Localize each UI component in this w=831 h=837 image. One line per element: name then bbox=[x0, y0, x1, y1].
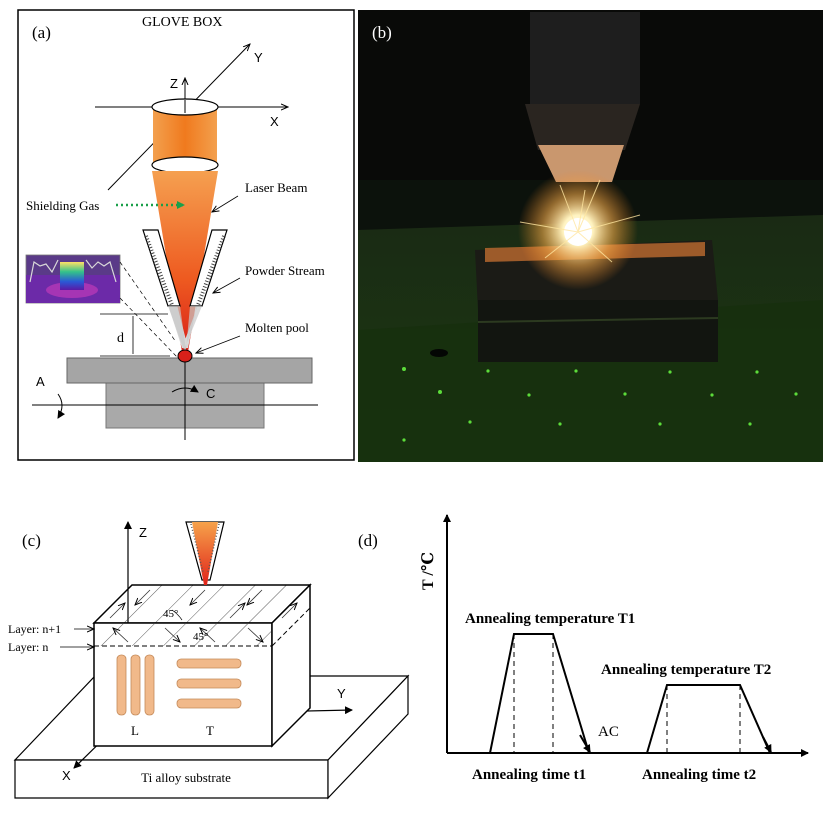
anneal-time-1-label: Annealing time t1 bbox=[472, 767, 586, 783]
sample-t-label: T bbox=[206, 723, 214, 738]
axis-x-label: X bbox=[270, 114, 279, 129]
panel-d: (d) T /℃ Annealing temperature T1 AC Ann… bbox=[358, 514, 809, 783]
glove-box-title: GLOVE BOX bbox=[142, 15, 223, 30]
molten-pool-pointer bbox=[196, 335, 241, 353]
photo-deposition-head bbox=[530, 12, 640, 104]
sample-l-label: L bbox=[131, 723, 139, 738]
panel-c: (c) Ti alloy substrate Z Y X bbox=[8, 521, 410, 800]
panel-a-label: (a) bbox=[32, 23, 51, 42]
anneal-time-2-label: Annealing time t2 bbox=[642, 767, 756, 783]
layer-boundary-side bbox=[271, 607, 311, 647]
rotation-a-label: A bbox=[36, 374, 45, 389]
powder-stream-label: Powder Stream bbox=[245, 263, 325, 278]
panel-a: (a) GLOVE BOX Z X Y Shielding Gas Laser … bbox=[17, 9, 355, 461]
photo-block-seam bbox=[477, 317, 719, 323]
substrate-label: Ti alloy substrate bbox=[141, 770, 231, 785]
powder-stream-pointer bbox=[213, 277, 241, 293]
molten-pool-label: Molten pool bbox=[245, 320, 309, 335]
axis-y-label: Y bbox=[254, 50, 263, 65]
molten-pool-mark bbox=[177, 349, 193, 363]
air-cooling-label: AC bbox=[598, 724, 619, 740]
shielding-gas-label: Shielding Gas bbox=[26, 198, 99, 213]
angle-top-label: 45° bbox=[163, 608, 178, 620]
block-side-face bbox=[271, 583, 311, 748]
layer-n-plus-1-label: Layer: n+1 bbox=[8, 622, 61, 636]
panel-d-label: (d) bbox=[358, 531, 378, 550]
powder-jet-right bbox=[184, 306, 202, 350]
panel-b: (b) bbox=[358, 10, 823, 462]
photo-green-reflections bbox=[402, 367, 798, 442]
a-rotation-arrow bbox=[57, 393, 66, 419]
photo-bolt-hole bbox=[430, 349, 448, 357]
nozzle-right-texture bbox=[196, 235, 226, 306]
beam-profile-left-edge bbox=[29, 259, 59, 283]
nozzle-left-texture bbox=[144, 235, 174, 306]
laser-beam-pointer bbox=[212, 195, 239, 212]
axis-z-label: Z bbox=[170, 76, 178, 91]
anneal-profile-1 bbox=[489, 633, 590, 754]
anneal-temp-2-label: Annealing temperature T2 bbox=[601, 662, 771, 678]
photo-nozzle-tip bbox=[538, 145, 624, 182]
powder-jet-left bbox=[168, 306, 186, 350]
collimated-beam bbox=[153, 107, 217, 165]
anneal-profile-2 bbox=[646, 684, 771, 754]
c-nozzle-left-texture bbox=[190, 523, 204, 573]
angle-side-label: 45° bbox=[193, 631, 208, 643]
panel-b-label: (b) bbox=[372, 23, 392, 42]
photo-sparks bbox=[519, 179, 641, 263]
lower-lens bbox=[151, 156, 219, 174]
layer-n-label: Layer: n bbox=[8, 640, 48, 654]
c-laser-beam bbox=[192, 522, 218, 585]
air-cooling-arrow-2 bbox=[762, 736, 772, 753]
panel-c-label: (c) bbox=[22, 531, 41, 550]
air-cooling-arrow-1 bbox=[579, 734, 591, 753]
laser-beam-label: Laser Beam bbox=[245, 180, 307, 195]
substrate-side-face bbox=[327, 674, 409, 800]
samples-longitudinal bbox=[116, 654, 155, 716]
c-axis-y-label: Y bbox=[337, 686, 346, 701]
scan-direction-arrows bbox=[109, 589, 297, 642]
layer-n-plus-1-band bbox=[95, 624, 271, 646]
c-axis-z-label: Z bbox=[139, 525, 147, 540]
work-table bbox=[66, 357, 313, 384]
anneal-temp-1-label: Annealing temperature T1 bbox=[465, 611, 635, 627]
photo-substrate-block bbox=[478, 300, 718, 362]
photo-head-cone bbox=[525, 104, 640, 150]
c-axis-x-label: X bbox=[62, 768, 71, 783]
c-rotation-arrow bbox=[171, 384, 199, 393]
samples-transverse bbox=[176, 658, 242, 709]
beam-profile-right-edge bbox=[85, 259, 117, 283]
rotation-c-label: C bbox=[206, 386, 215, 401]
inset-link-top bbox=[119, 261, 177, 343]
angle-top-arc bbox=[171, 609, 183, 621]
d-y-axis-label: T /℃ bbox=[420, 552, 437, 590]
distance-label: d bbox=[117, 331, 124, 346]
beam-profile-peak bbox=[60, 262, 84, 290]
laser-beam-cone bbox=[152, 171, 218, 352]
c-nozzle-right-texture bbox=[207, 523, 220, 573]
